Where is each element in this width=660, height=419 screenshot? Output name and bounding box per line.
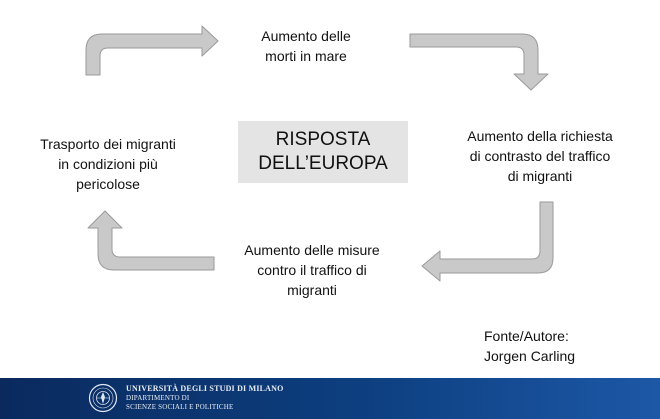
- cycle-diagram: [85, 25, 554, 282]
- university-name: UNIVERSITÀ DEGLI STUDI DI MILANO: [126, 384, 284, 393]
- center-label-box: RISPOSTA DELL’EUROPA: [238, 121, 408, 183]
- source-author: Jorgen Carling: [484, 348, 576, 364]
- cycle-arrow-top-to-right: [409, 33, 549, 91]
- cycle-arrow-right-to-bottom: [421, 201, 554, 282]
- diagram-node-top: Aumento delle morti in mare: [261, 28, 351, 64]
- cycle-arrow-bottom-to-left: [87, 210, 215, 271]
- diagram-node-left: Trasporto dei migranti in condizioni più…: [40, 136, 176, 192]
- diagram-node-right: Aumento della richiesta di contrasto del…: [467, 128, 613, 184]
- source-credit: Fonte/Autore: Jorgen Carling: [484, 326, 575, 366]
- department-line1: DIPARTIMENTO DI: [126, 394, 190, 402]
- footer-text-block: UNIVERSITÀ DEGLI STUDI DI MILANO DIPARTI…: [126, 384, 284, 412]
- department-line2: SCIENZE SOCIALI E POLITICHE: [126, 403, 234, 411]
- cycle-arrow-left-to-top: [85, 25, 219, 76]
- diagram-node-bottom: Aumento delle misure contro il traffico …: [244, 242, 380, 298]
- university-seal-icon: [88, 383, 118, 413]
- university-footer-bar: UNIVERSITÀ DEGLI STUDI DI MILANO DIPARTI…: [0, 378, 660, 419]
- source-label: Fonte/Autore:: [484, 328, 569, 344]
